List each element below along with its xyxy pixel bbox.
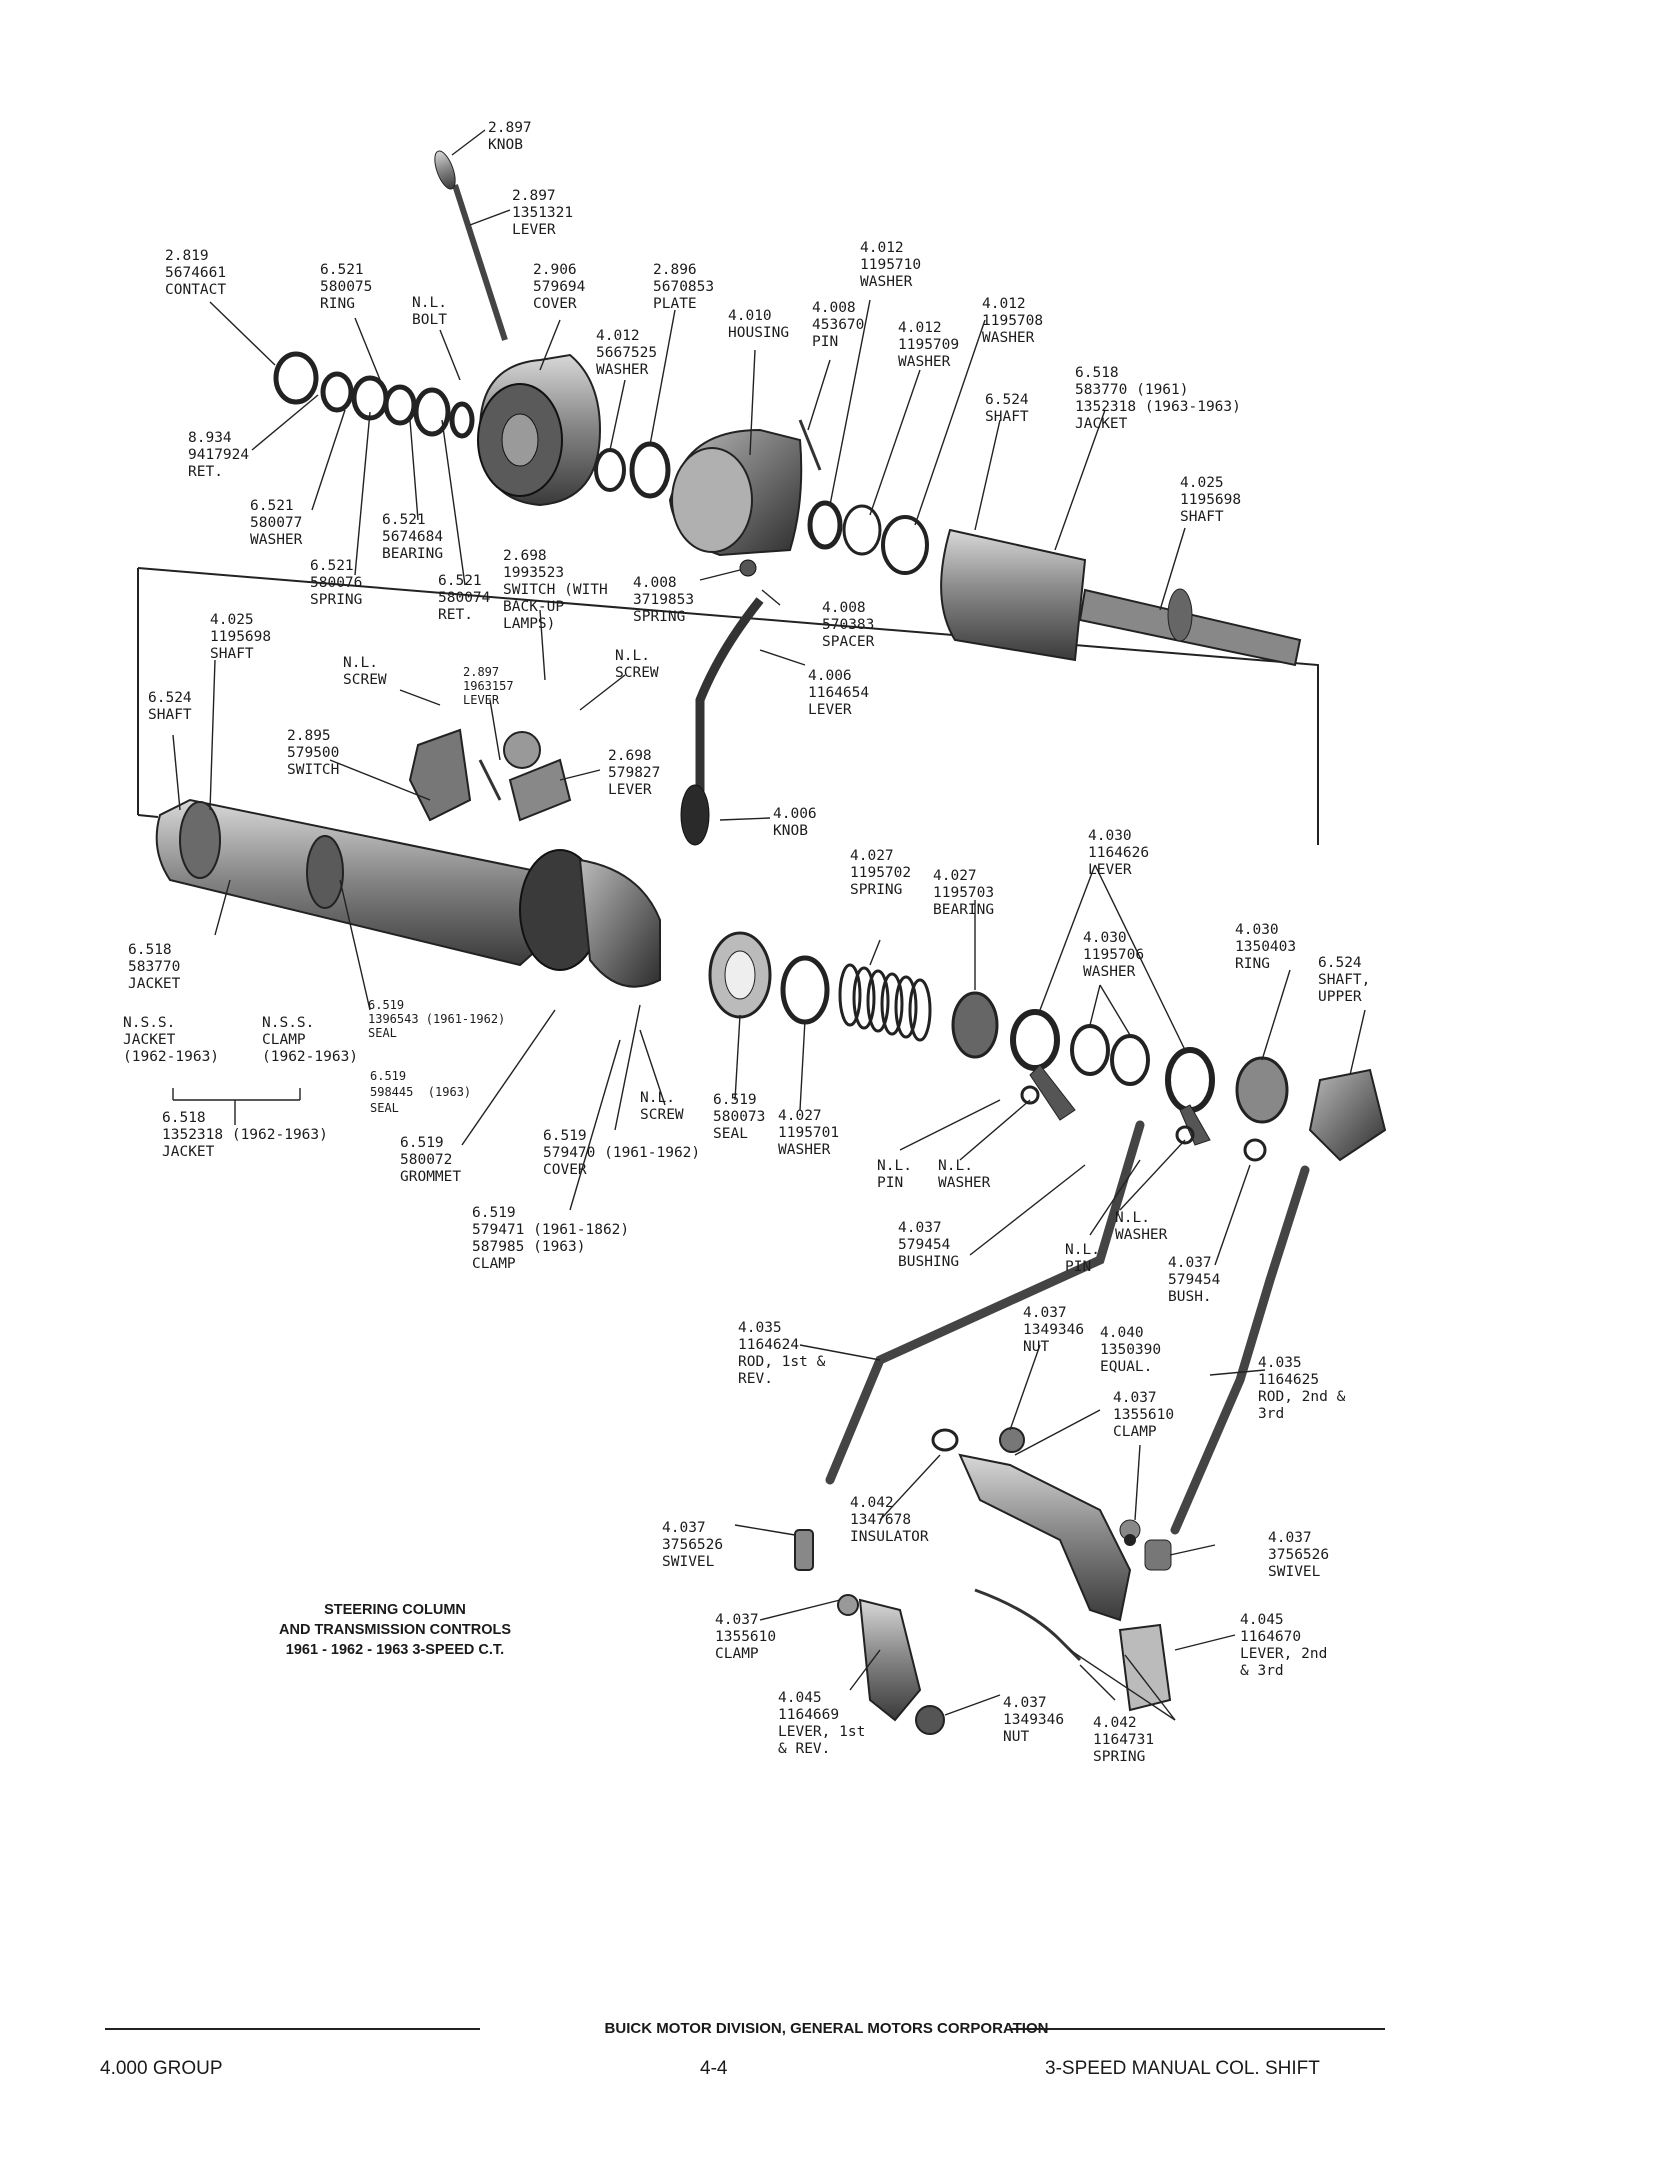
- shift-lever-4006: [680, 559, 764, 846]
- cover-hub: [477, 353, 602, 507]
- washers-middle: [594, 441, 671, 499]
- label-washer-nl-a: N.L.WASHER: [938, 1158, 991, 1191]
- caption-line-3: 1961 - 1962 - 1963 3-SPEED C.T.: [285, 1642, 505, 1658]
- perspective-panel: [137, 567, 1319, 845]
- equalizer-bracket: [931, 1427, 1141, 1622]
- footer-section: 3-SPEED MANUAL COL. SHIFT: [1045, 2058, 1320, 2079]
- lower-seals-spring: [708, 931, 999, 1059]
- footer-division: BUICK MOTOR DIVISION, GENERAL MOTORS COR…: [604, 2020, 1049, 2037]
- switch-parts: [408, 728, 572, 822]
- footer-rule-right: [1010, 2028, 1385, 2030]
- turn-signal-lever: [434, 150, 508, 341]
- shift-rods: [825, 1120, 1310, 1535]
- footer-page-number: 4-4: [700, 2058, 728, 2079]
- lower-linkage: [794, 1529, 1172, 1735]
- label-pin-nl-a: N.L.PIN: [877, 1158, 912, 1191]
- footer-rule-left: [105, 2028, 480, 2030]
- label-screw-nl-a: N.L.SCREW: [343, 655, 387, 688]
- label-screw-nl-c: N.L.SCREW: [640, 1090, 684, 1123]
- label-pin-nl-b: N.L.PIN: [1065, 1242, 1100, 1275]
- caption-line-1: STEERING COLUMN: [324, 1602, 466, 1618]
- housing: [668, 419, 822, 557]
- label-screw-nl-b: N.L.SCREW: [615, 648, 659, 681]
- label-washer-nl-b: N.L.WASHER: [1115, 1210, 1168, 1243]
- label-nss-clamp: N.S.S.CLAMP(1962-1963): [262, 1015, 359, 1065]
- diagram-caption: STEERING COLUMN AND TRANSMISSION CONTROL…: [215, 1600, 575, 1660]
- washers-right: [807, 500, 929, 575]
- shift-levers-4030: [1010, 1009, 1387, 1162]
- upper-jacket: [940, 528, 1302, 667]
- label-nss-jacket: N.S.S.JACKET(1962-1963): [123, 1015, 220, 1065]
- label-bolt-nl: N.L.BOLT: [412, 295, 447, 328]
- caption-line-2: AND TRANSMISSION CONTROLS: [279, 1622, 511, 1638]
- footer-group: 4.000 GROUP: [100, 2058, 223, 2079]
- leader-lines: [172, 129, 1366, 1721]
- lower-jacket: [155, 798, 661, 988]
